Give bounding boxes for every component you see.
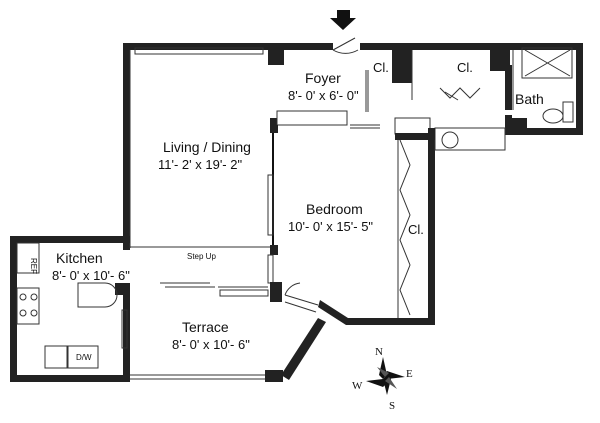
terrace-dims: 8'- 0' x 10'- 6" bbox=[172, 337, 250, 352]
closet-label-3: Cl. bbox=[408, 222, 424, 237]
closet-label-2: Cl. bbox=[457, 60, 473, 75]
compass-s: S bbox=[389, 400, 395, 412]
compass-n: N bbox=[375, 346, 383, 358]
compass-rose-icon bbox=[366, 357, 405, 395]
bedroom-dims: 10'- 0' x 15'- 5" bbox=[288, 219, 373, 234]
step-up-label: Step Up bbox=[187, 252, 216, 261]
foyer-dims: 8'- 0' x 6'- 0" bbox=[288, 88, 359, 103]
compass-w: W bbox=[352, 380, 363, 392]
entry-arrow-icon bbox=[330, 10, 356, 30]
closet-label-1: Cl. bbox=[373, 60, 389, 75]
ref-label: REF bbox=[29, 258, 38, 274]
dw-label: D/W bbox=[76, 353, 92, 362]
bath-label: Bath bbox=[515, 91, 544, 107]
terrace-label: Terrace bbox=[182, 319, 229, 335]
foyer-label: Foyer bbox=[305, 70, 341, 86]
kitchen-label: Kitchen bbox=[56, 250, 103, 266]
bedroom-label: Bedroom bbox=[306, 201, 363, 217]
living-dims: 11'- 2' x 19'- 2" bbox=[158, 157, 242, 172]
compass-e: E bbox=[406, 368, 413, 380]
living-label: Living / Dining bbox=[163, 139, 251, 155]
kitchen-dims: 8'- 0' x 10'- 6" bbox=[52, 268, 130, 283]
outer-walls bbox=[123, 43, 583, 325]
